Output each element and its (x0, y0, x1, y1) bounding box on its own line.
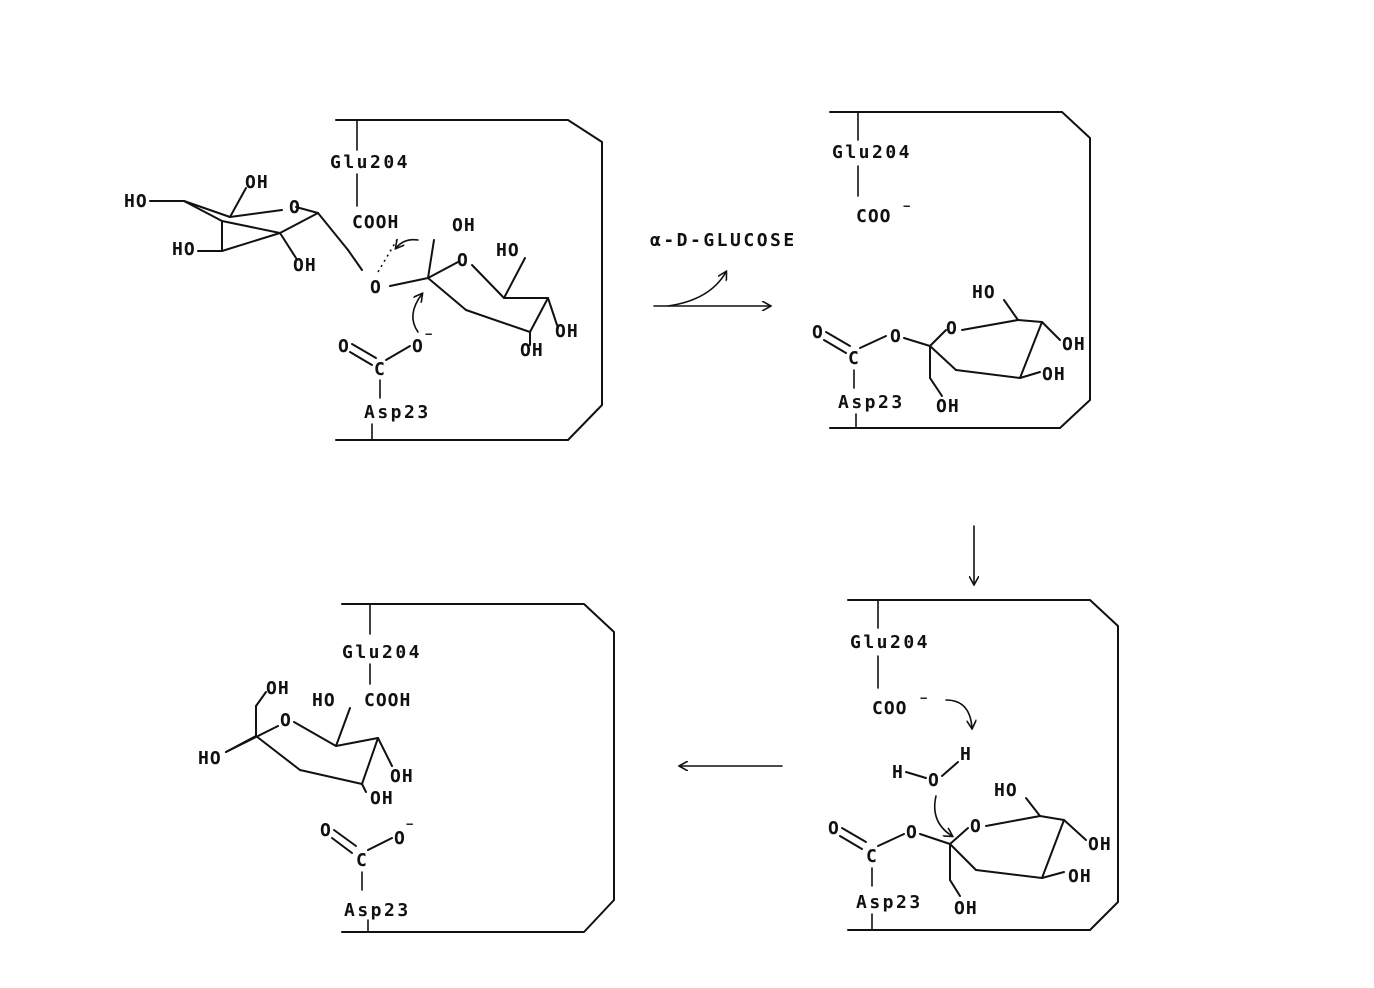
fructose-ring (389, 239, 559, 346)
ring-oxygen-label: O (457, 250, 469, 271)
carboxyl-carbon-label: C (374, 359, 386, 380)
alpha-d-glucose-label: α-D-GLUCOSE (650, 230, 797, 251)
ho-label: HO (496, 240, 520, 261)
ho-label: HO (994, 780, 1018, 801)
glucose-ring (149, 187, 363, 271)
asp23-label: Asp23 (856, 892, 923, 913)
carboxyl-carbon-label: C (356, 850, 368, 871)
glu204-label: Glu204 (832, 142, 912, 163)
ring-oxygen-label: O (289, 197, 301, 218)
panel-substrate-complex: Glu204 COOH HO OH O HO OH O (124, 119, 603, 441)
oh-label: OH (452, 215, 476, 236)
cooh-label: COOH (352, 212, 399, 233)
water-hydrogen-label: H (960, 744, 972, 765)
oh-label: OH (936, 396, 960, 417)
panel-product-release: Glu204 COOH OH O HO HO OH OH O C O (198, 603, 615, 933)
negative-charge-label: − (406, 817, 413, 831)
oh-label: OH (245, 172, 269, 193)
glycosidic-oxygen-label: O (370, 277, 382, 298)
carboxylate-oxygen-label: O (394, 828, 406, 849)
ring-oxygen-label: O (280, 710, 292, 731)
oh-label: OH (370, 788, 394, 809)
carbonyl-oxygen-label: O (338, 336, 350, 357)
carbonyl-oxygen-label: O (320, 820, 332, 841)
oh-label: OH (1062, 334, 1086, 355)
enzyme-pocket-outline (847, 599, 1119, 931)
fructosyl-ring (929, 299, 1061, 397)
carboxylate-oxygen-label: O (412, 336, 424, 357)
ester-oxygen-label: O (906, 822, 918, 843)
ring-oxygen-label: O (946, 318, 958, 339)
water-hydrogen-label: H (892, 762, 904, 783)
carboxyl-carbon-label: C (848, 348, 860, 369)
glu204-label: Glu204 (330, 152, 410, 173)
panel-hydrolysis: Glu204 COO − H O H O C O Asp23 (828, 599, 1119, 931)
ho-label: HO (312, 690, 336, 711)
fructosyl-ring (949, 797, 1087, 897)
coo-label: COO (872, 698, 908, 719)
enzyme-pocket-outline (829, 111, 1091, 429)
ho-label: HO (124, 191, 148, 212)
coo-label: COO (856, 206, 892, 227)
oh-label: OH (1068, 866, 1092, 887)
ring-oxygen-label: O (970, 816, 982, 837)
carbonyl-oxygen-label: O (828, 818, 840, 839)
oh-label: OH (555, 321, 579, 342)
panel-covalent-intermediate: Glu204 COO − O C O Asp23 O HO OH (812, 111, 1091, 429)
negative-charge-label: − (920, 691, 927, 705)
enzyme-pocket-outline (335, 119, 603, 441)
oh-label: OH (390, 766, 414, 787)
glu204-label: Glu204 (342, 642, 422, 663)
cooh-label: COOH (364, 690, 411, 711)
asp23-label: Asp23 (364, 402, 431, 423)
oh-label: OH (293, 255, 317, 276)
oh-label: OH (1088, 834, 1112, 855)
oh-label: OH (520, 340, 544, 361)
fructose-ring (225, 691, 393, 793)
negative-charge-label: − (903, 199, 910, 213)
ho-label: HO (972, 282, 996, 303)
oh-label: OH (954, 898, 978, 919)
release-glucose-arrow: α-D-GLUCOSE (650, 230, 797, 306)
ester-oxygen-label: O (890, 326, 902, 347)
oh-label: OH (266, 678, 290, 699)
carbonyl-oxygen-label: O (812, 322, 824, 343)
oh-label: OH (1042, 364, 1066, 385)
ho-label: HO (172, 239, 196, 260)
enzyme-pocket-outline (341, 603, 615, 933)
asp23-label: Asp23 (838, 392, 905, 413)
negative-charge-label: − (425, 327, 432, 341)
ho-label: HO (198, 748, 222, 769)
asp23-label: Asp23 (344, 900, 411, 921)
water-oxygen-label: O (928, 770, 940, 791)
glu204-label: Glu204 (850, 632, 930, 653)
carboxyl-carbon-label: C (866, 846, 878, 867)
